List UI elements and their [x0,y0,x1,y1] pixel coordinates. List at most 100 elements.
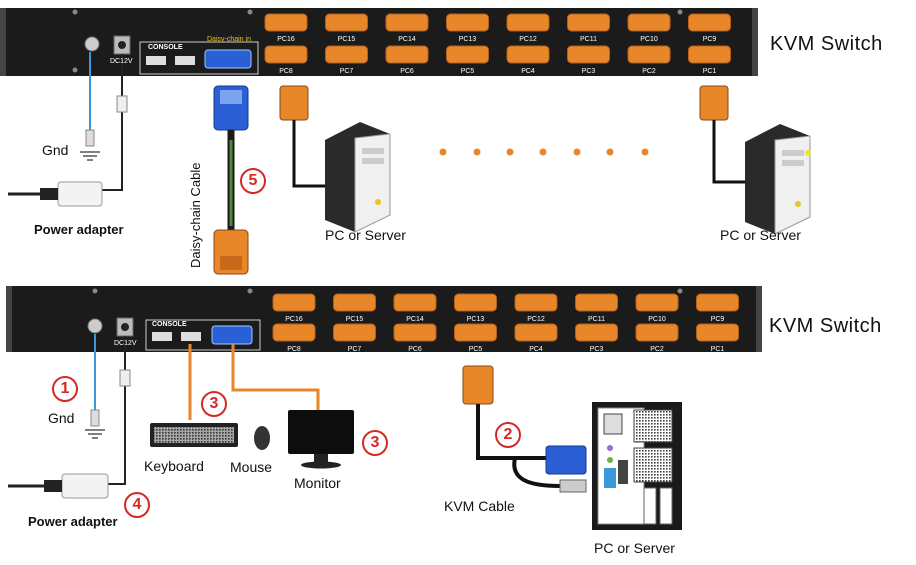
vga-port-pc8 [272,323,316,342]
gnd-label-top: Gnd [42,142,69,158]
power-cable [108,336,126,485]
monitor-label: Monitor [294,475,341,491]
screw [72,67,78,73]
port-label: PC16 [285,316,303,323]
port-label: PC6 [400,68,414,75]
vga-pins [220,90,242,104]
vga-port-pc2 [635,323,679,342]
switch-ear-right [756,286,762,352]
vga-port-pc16 [264,13,308,32]
dc-plug-icon [116,95,128,113]
port-label: PC16 [277,36,295,43]
port-label: PC12 [527,316,545,323]
vga-port-pc10 [635,293,679,312]
vga-port-pc9 [688,13,731,32]
vga-port-pc14 [393,293,437,312]
vga-port-pc7 [325,45,368,64]
switch-ear-left [0,8,6,76]
vga-port-pc4 [514,323,558,342]
daisy-chain-cable-label: Daisy-chain Cable [188,162,203,269]
port-label: PC2 [642,68,656,75]
vga-port-pc3 [575,323,618,342]
pc-server-label-1: PC or Server [325,227,406,243]
ground-symbol-icon [80,151,100,161]
keyboard-label: Keyboard [144,458,204,474]
vga-port-pc16 [272,293,316,312]
pc-cable [292,120,330,188]
port-label: PC15 [338,36,356,43]
console-label-top: CONSOLE [148,44,183,51]
power-adapter-label-top: Power adapter [34,222,124,237]
ground-symbol-icon [85,429,105,439]
port-label: PC15 [346,316,364,323]
port-label: PC6 [408,346,422,353]
vga-connector-pc16 [279,85,309,121]
vga-connector-pc1 [699,85,729,121]
vga-port-pc10 [627,13,671,32]
port-label: PC5 [469,346,483,353]
vga-port-pc12 [506,13,550,32]
port-label: PC5 [461,68,475,75]
usb-port-icon [181,332,201,341]
power-adapter-icon [61,473,109,499]
screw [677,288,683,294]
port-label: PC13 [467,316,485,323]
vga-connector-pc5 [462,365,494,405]
gnd-label-bottom: Gnd [48,410,75,426]
vga-port-pc4 [506,45,550,64]
vga-console-port [211,325,253,345]
dc12v-label-bottom: DC12V [114,340,137,347]
vga-port-pc1 [688,45,731,64]
ac-plug-icon [40,188,58,200]
port-label: PC1 [711,346,725,353]
vga-port-pc11 [575,293,618,312]
console-box [139,41,259,75]
port-label: PC12 [519,36,537,43]
mouse-icon [254,426,270,450]
vga-port-pc11 [567,13,610,32]
dc-plug-icon [119,369,131,387]
screw [72,9,78,15]
vga-port-pc15 [333,293,376,312]
vga-pins [220,256,242,270]
vga-port-pc6 [393,323,437,342]
vga-port-pc7 [333,323,376,342]
monitor-cable [231,344,320,412]
switch-ear-right [752,8,758,76]
gnd-terminal-icon [84,36,100,52]
vga-port-pc8 [264,45,308,64]
daisy-chain-in-port [204,49,252,69]
usb-plug-icon [559,479,587,493]
screw [677,9,683,15]
console-label-bottom: CONSOLE [152,321,187,328]
kvm-switch-title-top: KVM Switch [770,33,883,55]
port-label: PC9 [711,316,725,323]
vga-port-pc3 [567,45,610,64]
port-label: PC8 [287,346,301,353]
usb-port-icon [152,332,172,341]
port-label: PC14 [406,316,424,323]
monitor-icon [288,410,354,469]
switch-ear-left [6,286,12,352]
vga-port-pc14 [385,13,429,32]
vga-port-pc9 [696,293,739,312]
screw [247,9,253,15]
gnd-terminal-icon [87,318,103,334]
power-cable [102,54,123,191]
port-label: PC2 [650,346,664,353]
power-adapter-label-bottom: Power adapter [28,514,118,529]
mouse-label: Mouse [230,459,273,475]
vga-port-pc5 [446,45,489,64]
ellipsis-dots [439,148,649,156]
kvm-switch-title-bottom: KVM Switch [769,315,882,337]
step-3-badge-keyboard: 3 [201,391,227,417]
vga-port-pc2 [627,45,671,64]
step-2-badge: 2 [495,422,521,448]
port-label: PC14 [398,36,416,43]
vga-connector-blue [545,445,587,475]
screw [247,288,253,294]
